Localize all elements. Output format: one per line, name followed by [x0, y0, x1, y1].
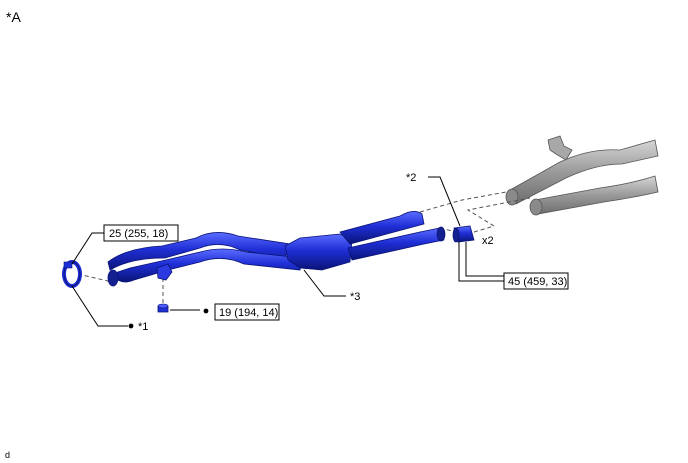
ref3-leader [303, 269, 346, 297]
ref2-label: *2 [406, 172, 416, 184]
clamp-leader [71, 232, 104, 265]
ref3-label: *3 [350, 291, 360, 303]
bolt-torque-label: 19 (194, 14) [219, 307, 278, 319]
bolt-marker [203, 308, 209, 314]
existing-exhaust-pipes [505, 135, 659, 216]
bolt-torque-box [214, 303, 280, 321]
nut-torque-label: 45 (459, 33) [508, 276, 567, 288]
clamp-torque-label: 25 (255, 18) [109, 228, 168, 240]
nut-leader-a [458, 242, 504, 282]
quantity-label: x2 [482, 235, 494, 247]
view-label: *A [6, 9, 21, 25]
nut-torque-box [503, 272, 569, 290]
ref1-marker [128, 323, 134, 329]
exhaust-nut [452, 225, 475, 243]
front-exhaust-pipe-assembly [107, 211, 446, 287]
mounting-bolt [157, 303, 169, 313]
ref2-leader [428, 176, 461, 227]
ref1-label: *1 [138, 321, 148, 333]
clamp-torque-box [103, 224, 179, 242]
ref1-leader [71, 285, 128, 327]
pipe-clamp [62, 260, 82, 288]
nut-leader-b [465, 242, 504, 277]
footer-code: d [5, 450, 10, 460]
